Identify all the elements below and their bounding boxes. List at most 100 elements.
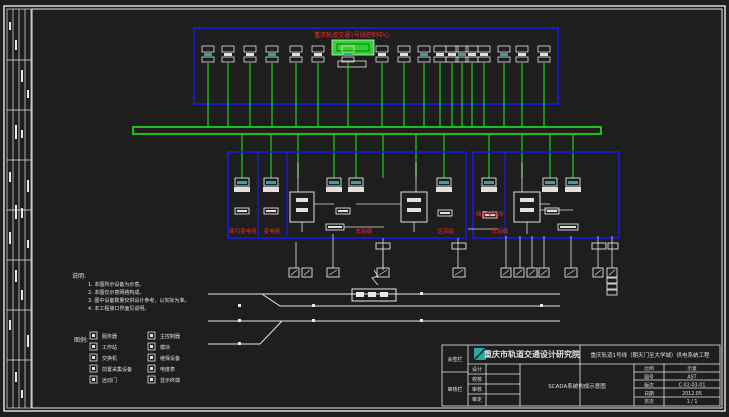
switch-icon	[289, 191, 315, 223]
legend-label: 工作站	[102, 344, 117, 351]
legend-label: 显示终端	[160, 377, 180, 384]
legend-label: 远动门	[102, 377, 117, 384]
workstation-icon	[341, 45, 355, 127]
legend-heading: 图例:	[74, 336, 88, 344]
workstation-icon	[311, 45, 325, 127]
field-device-icon	[452, 267, 466, 278]
field-device-icon	[326, 267, 340, 278]
legend-item: 继保设备	[147, 353, 180, 362]
legend-label: 模块	[160, 344, 170, 351]
station-devices	[234, 162, 581, 234]
workstation-icon	[497, 45, 511, 127]
legend-label: 电度表	[160, 366, 175, 373]
field-device-icon	[526, 267, 538, 278]
legend-item: 主控制器	[147, 331, 180, 340]
side-label-1: 审核栏	[447, 386, 462, 393]
control-center-box	[193, 27, 559, 105]
field-value: 2012.05	[682, 391, 702, 397]
field-device-icon	[606, 267, 618, 278]
workstation-icon	[417, 45, 431, 127]
outer-frame	[3, 5, 726, 412]
relay-icon	[147, 353, 156, 362]
legend-item: 服务器	[89, 331, 117, 340]
notes-heading: 说明:	[72, 272, 86, 280]
front-end-processor-icon	[337, 60, 367, 68]
connector-icon	[375, 242, 391, 250]
workstation-icon	[515, 45, 529, 127]
station-box-left	[227, 151, 467, 239]
server-icon	[89, 331, 98, 340]
station-workstation-icon	[481, 177, 497, 192]
main-network-bus	[132, 126, 602, 135]
field-value: AST	[687, 374, 696, 380]
legend-label: 主控制器	[160, 333, 180, 340]
legend-item: 显示终端	[147, 375, 180, 384]
workstation-icon	[397, 45, 411, 127]
station-workstation-icon	[436, 177, 452, 192]
field-device-icon	[592, 267, 604, 278]
station-workstation-icon	[234, 177, 250, 192]
company-logo	[473, 347, 487, 361]
control-center-devices	[201, 45, 551, 127]
station-label-1: 变电所	[264, 227, 281, 235]
station-workstation-icon	[348, 177, 364, 192]
connector-icon	[591, 242, 607, 250]
terminal-icon	[89, 364, 98, 373]
title-block	[441, 344, 721, 407]
station-box-right	[472, 151, 620, 239]
meter-icon	[606, 289, 618, 296]
video-wall-icon	[331, 39, 375, 56]
workstation-icon	[243, 45, 257, 127]
binding-strip-marks	[9, 22, 29, 398]
station-label-2: 车站级	[356, 227, 373, 235]
meter-icon	[606, 283, 618, 290]
field-key: 页次	[644, 398, 654, 405]
legend-label: 前置采集设备	[102, 366, 132, 373]
workstation-icon	[201, 45, 215, 127]
field-device-icon	[500, 267, 512, 278]
meter-icon	[147, 364, 156, 373]
legend-label: 服务器	[102, 333, 117, 340]
legend-label: 继保设备	[160, 355, 180, 362]
terminal-icon	[335, 207, 351, 215]
note-item-1: 2. 本图仅示意网络构成。	[88, 289, 144, 296]
workstation-icon	[477, 45, 491, 127]
legend-item: 工作站	[89, 342, 117, 351]
signature-row-label: 审定	[472, 396, 482, 403]
workstation-icon	[289, 45, 303, 127]
field-device-icon	[538, 267, 550, 278]
field-key: 日期	[644, 391, 654, 397]
workstation-icon	[89, 342, 98, 351]
workstation-icon	[433, 45, 447, 127]
notes-block: 说明: 1. 本图所示设备为示意。 2. 本图仅示意网络构成。 3. 图中设备数…	[72, 272, 189, 312]
legend-item: 交换机	[89, 353, 117, 362]
station-workstation-icon	[565, 177, 581, 192]
terminal-icon	[544, 207, 560, 215]
track-markers	[238, 292, 543, 345]
plc-icon	[147, 331, 156, 340]
terminal-icon	[437, 209, 453, 217]
workstation-icon	[537, 45, 551, 127]
control-center-title: 重庆轨道交通1号线控制中心	[314, 31, 390, 39]
signature-row-label: 校核	[472, 376, 482, 383]
workstation-icon	[375, 45, 389, 127]
field-device-icon	[288, 267, 300, 278]
workstation-icon	[445, 45, 459, 127]
field-value: 1 / 1	[687, 399, 698, 405]
side-label-0: 会签栏	[447, 356, 462, 363]
station-label-3: 区间站	[438, 227, 455, 235]
legend-item: 远动门	[89, 375, 117, 384]
track-layout	[208, 293, 560, 345]
station-label-0: 牵引变电所	[229, 227, 257, 235]
field-device-icon	[301, 267, 313, 278]
note-item-2: 3. 图中设备数量仅供设计参考，以实际为准。	[88, 297, 189, 304]
switch-icon	[400, 191, 428, 223]
terminal-icon	[263, 207, 279, 215]
station-workstation-icon	[542, 177, 558, 192]
field-value: 示意	[687, 365, 697, 372]
field-device-icon	[376, 267, 390, 278]
station-workstation-icon	[326, 177, 342, 192]
train-icon	[351, 269, 397, 302]
field-value: C-02-03-01	[679, 383, 706, 389]
